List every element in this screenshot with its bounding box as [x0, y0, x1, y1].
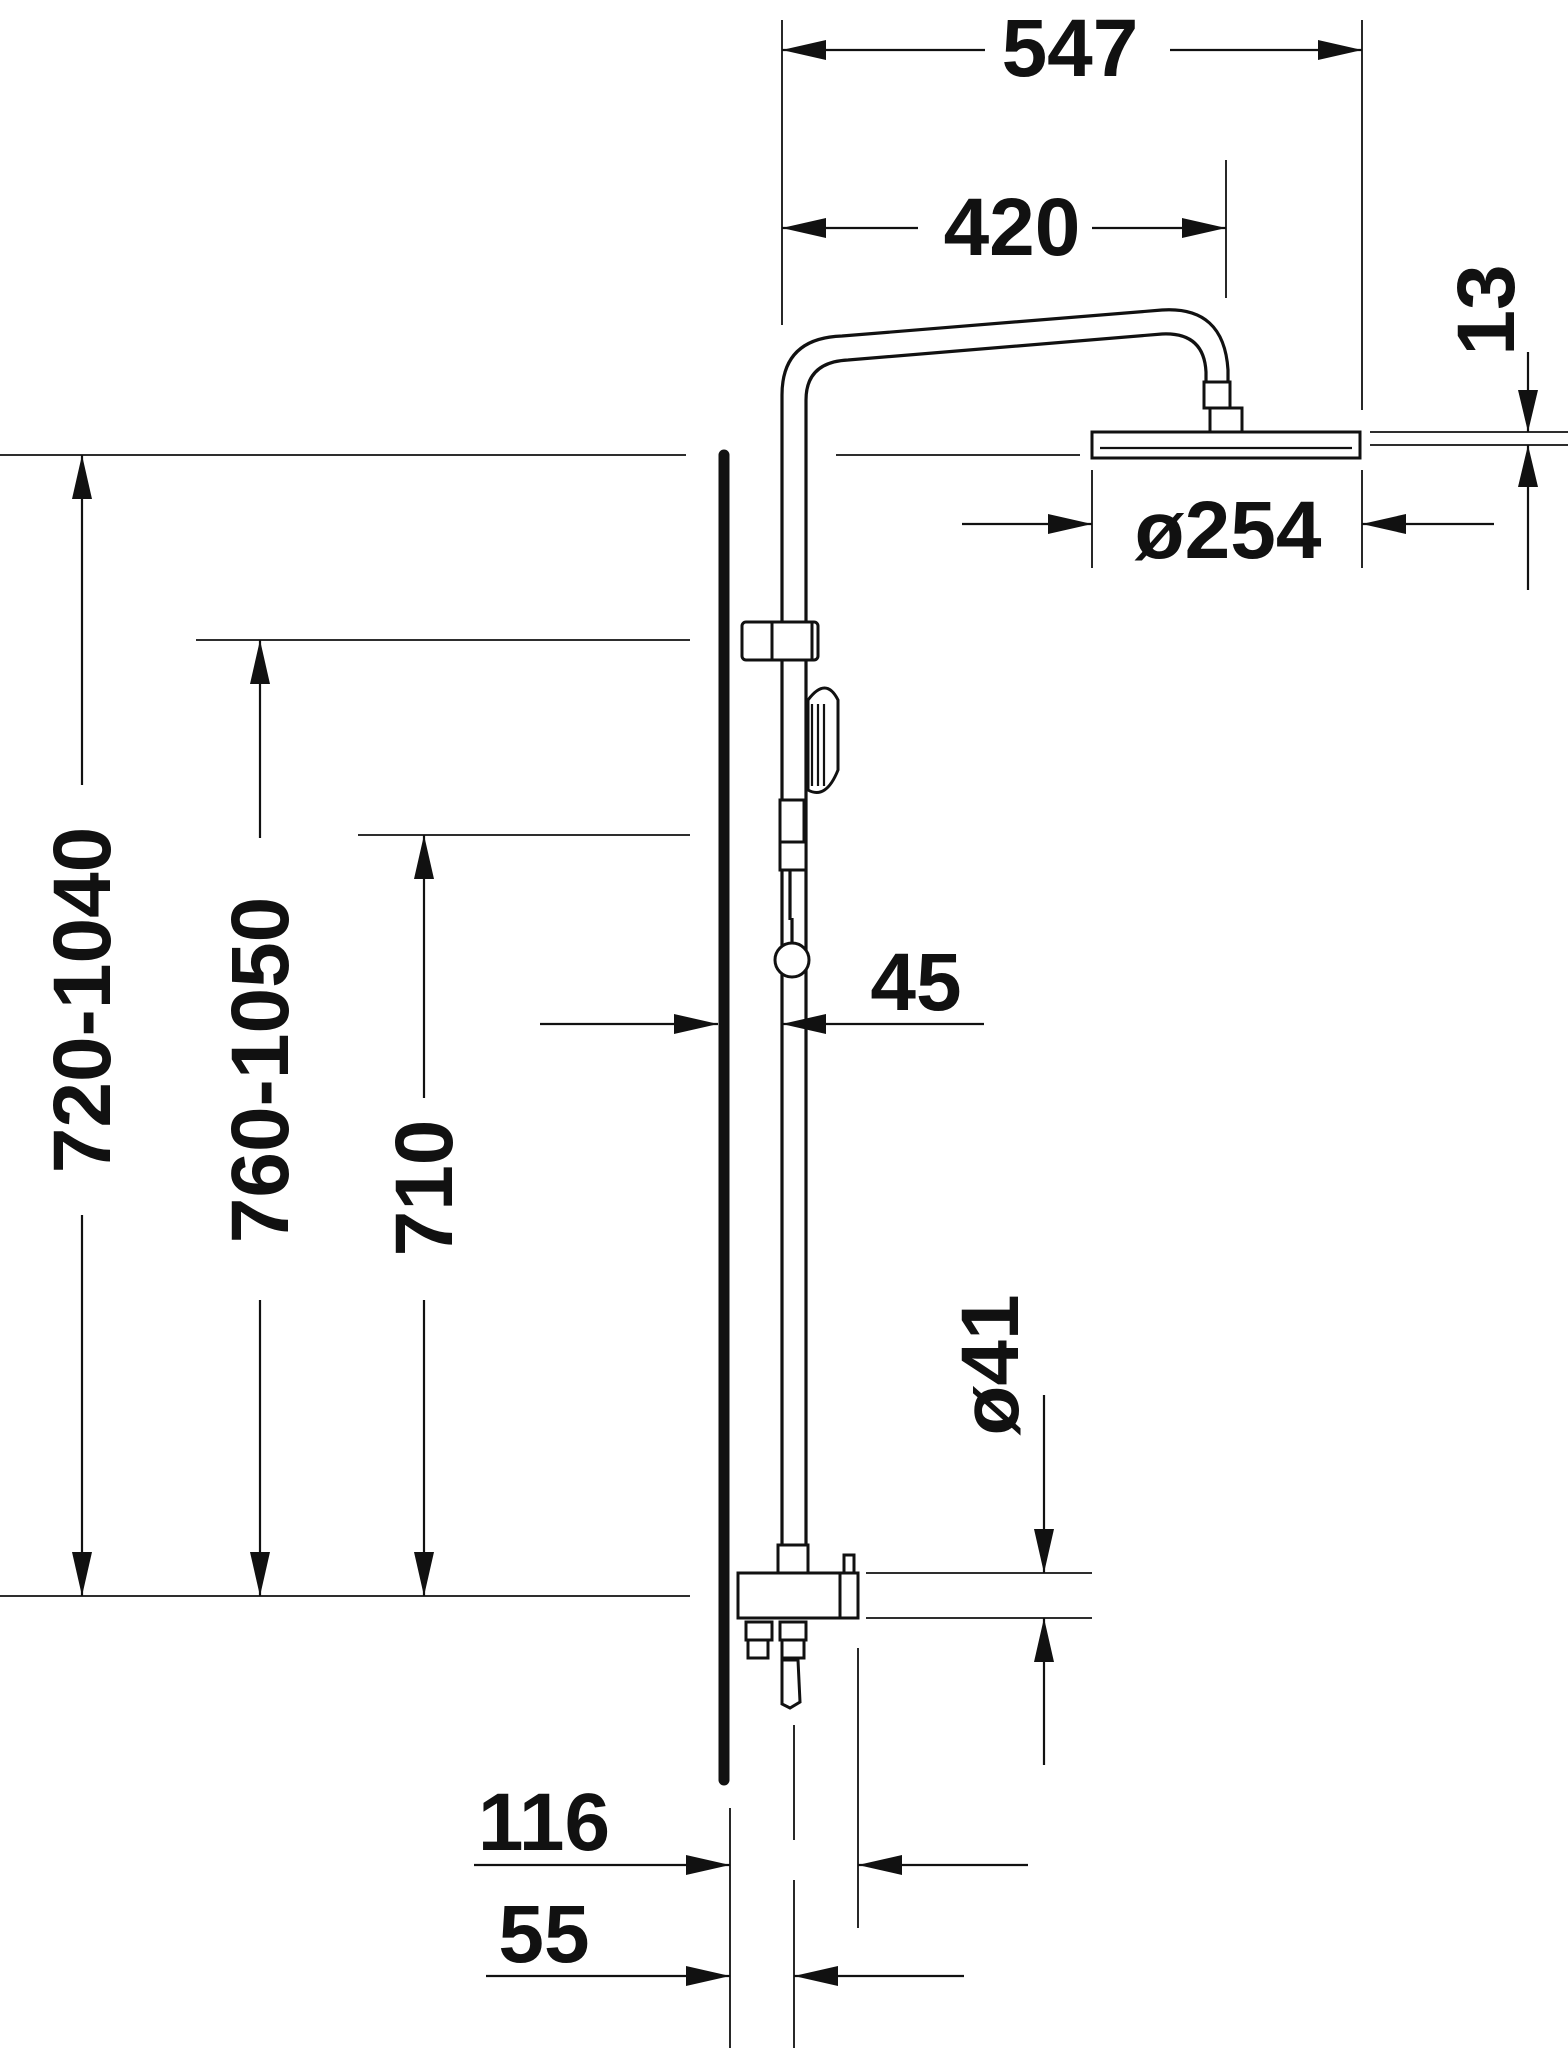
label-547: 547 [1002, 3, 1139, 94]
slider-and-hand-shower [740, 620, 840, 979]
dimension-13: 13 [1370, 264, 1568, 590]
dimension-55: 55 [486, 1889, 964, 1986]
label-13: 13 [1441, 264, 1532, 355]
dimension-547: 547 [781, 3, 1363, 410]
label-41: ø41 [945, 1294, 1036, 1435]
dimension-45: 45 [540, 937, 984, 1034]
dimension-116: 116 [474, 1777, 1028, 1875]
label-420: 420 [944, 182, 1081, 273]
label-45: 45 [870, 937, 961, 1028]
dimension-720-1040: 720-1040 [37, 455, 128, 1596]
label-55: 55 [498, 1889, 589, 1980]
label-116: 116 [478, 1777, 610, 1868]
label-254: ø254 [1135, 485, 1322, 576]
dimension-41: ø41 [866, 1294, 1092, 1765]
dimension-710: 710 [379, 835, 470, 1596]
dimension-254: ø254 [962, 470, 1494, 576]
label-760-1050: 760-1050 [215, 897, 306, 1244]
label-720-1040: 720-1040 [37, 827, 128, 1174]
label-710: 710 [379, 1120, 470, 1257]
thermostat-mixer [736, 1543, 860, 1710]
dimension-420: 420 [782, 160, 1227, 298]
dimension-760-1050: 760-1050 [215, 640, 306, 1596]
rain-shower-head [1090, 380, 1362, 460]
